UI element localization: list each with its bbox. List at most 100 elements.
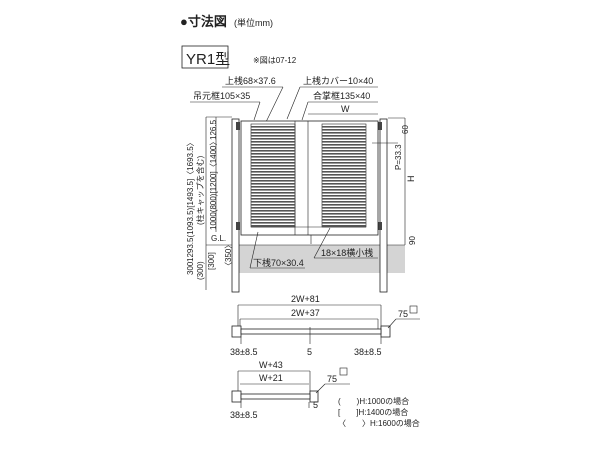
slat [251, 135, 295, 137]
legend: ( )H:1000の場合 [ ]H:1400の場合 〈 〉H:1600の場合 [338, 396, 420, 428]
pitch-label: P=33.3 [394, 144, 403, 170]
legend-item: ( )H:1000の場合 [338, 396, 409, 406]
slat [322, 201, 366, 203]
slat [322, 180, 366, 182]
legend-item: [ ]H:1400の場合 [338, 407, 408, 417]
gate-leaves [240, 120, 379, 244]
embed-alt-label: (300) [196, 261, 205, 280]
plan-single-post-size: 75 [327, 374, 337, 384]
slat [251, 150, 295, 152]
post-height-label: 1293.5(1093.5)[1493.5]〈1693.5〉 [186, 138, 195, 262]
slat [251, 207, 295, 209]
bottom-rail-label: 下桟70×30.4 [253, 257, 304, 268]
figure-note: ※図は07-12 [253, 56, 297, 65]
slat [322, 165, 366, 167]
slat [251, 222, 295, 224]
slat [251, 147, 295, 149]
leader-labels: 上桟68×37.6 上桟カバー10×40 吊元框105×35 合掌框135×40… [190, 75, 378, 123]
unit-label: (単位mm) [234, 17, 273, 28]
slat [322, 126, 366, 128]
slat [322, 189, 366, 191]
slat [251, 180, 295, 182]
slat [322, 150, 366, 152]
height-label: H [406, 176, 416, 183]
hinge-stile-label: 吊元框105×35 [193, 90, 250, 101]
left-hinge-bottom [236, 222, 240, 230]
slat [251, 162, 295, 164]
drawing-title: ●寸法図 [180, 14, 227, 29]
left-hinge-top [236, 122, 240, 130]
slat [251, 174, 295, 176]
hinge-top-label: 126.5 [209, 119, 218, 140]
slat [322, 219, 366, 221]
plan-view-double: 2W+81 2W+37 38±8.5 5 38±8.5 75 [230, 294, 420, 357]
slat [251, 219, 295, 221]
model-box [181, 45, 229, 69]
embed-b-label: [300] [207, 252, 216, 270]
slat [251, 126, 295, 128]
meeting-stile-label: 合掌框135×40 [313, 90, 370, 101]
slat [251, 165, 295, 167]
slat [322, 159, 366, 161]
slat [322, 135, 366, 137]
right-hinge-top [378, 122, 382, 130]
ground-area [238, 245, 405, 273]
slat [251, 186, 295, 188]
slat [322, 141, 366, 143]
slat [322, 162, 366, 164]
slat [322, 195, 366, 197]
slat [322, 177, 366, 179]
plan-single-overall: W+43 [259, 360, 283, 370]
slat [251, 192, 295, 194]
slat [251, 204, 295, 206]
slat [251, 141, 295, 143]
slat [322, 216, 366, 218]
plan-double-right-gap: 38±8.5 [354, 347, 381, 357]
slat [322, 156, 366, 158]
slat [251, 189, 295, 191]
embed-label: 300 [186, 261, 195, 275]
slat [251, 195, 295, 197]
slat [251, 153, 295, 155]
left-post [231, 118, 240, 293]
slat [251, 216, 295, 218]
plan-single-left-gap: 38±8.5 [230, 410, 257, 420]
slat [251, 129, 295, 131]
plan-single-end-gap: 5 [313, 400, 318, 410]
slat [322, 144, 366, 146]
slat [322, 192, 366, 194]
slat [322, 198, 366, 200]
slat [322, 210, 366, 212]
slat [251, 225, 295, 227]
plan-double-post-size: 75 [398, 309, 408, 319]
slat [322, 132, 366, 134]
slat [322, 225, 366, 227]
slat [322, 183, 366, 185]
slat [322, 147, 366, 149]
model-name: YR1型 [186, 51, 230, 68]
slat [251, 138, 295, 140]
slat [251, 159, 295, 161]
plan-double-center-gap: 5 [307, 347, 312, 357]
plan-view-single: W+43 W+21 38±8.5 5 75 [230, 360, 350, 420]
slat [251, 183, 295, 185]
slat [251, 168, 295, 170]
slat [251, 210, 295, 212]
slat [251, 171, 295, 173]
top-offset-label: 60 [401, 125, 410, 134]
slat-label: 18×18横小桟 [321, 247, 373, 258]
slat [322, 222, 366, 224]
slat [322, 204, 366, 206]
slat [251, 156, 295, 158]
slat [322, 138, 366, 140]
slat [322, 207, 366, 209]
slat [322, 153, 366, 155]
slat [322, 129, 366, 131]
slat [251, 177, 295, 179]
plan-double-overall: 2W+81 [291, 294, 320, 304]
plan-single-inner: W+21 [259, 373, 283, 383]
slat [322, 213, 366, 215]
slat [322, 174, 366, 176]
slat [251, 201, 295, 203]
